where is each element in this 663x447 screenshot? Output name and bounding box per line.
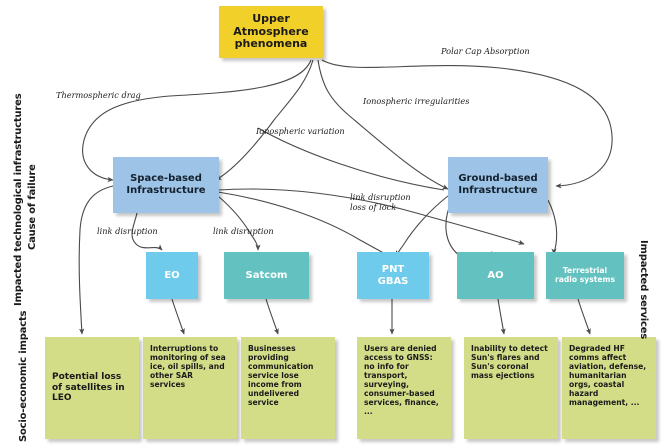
edge-upper-to-ground-polar-cap xyxy=(321,59,613,189)
node-eo-text: EO xyxy=(164,270,179,282)
node-space-based-infrastructure[interactable]: Space-based Infrastructure xyxy=(113,157,219,213)
node-eo[interactable]: EO xyxy=(146,252,198,299)
edge-label-link-disruption-satcom: link disruption xyxy=(213,226,274,236)
node-space-based-line2: Infrastructure xyxy=(126,185,206,196)
node-satcom-text: Satcom xyxy=(246,270,288,282)
edge-upper-to-ground-ionospheric-irregularities xyxy=(317,59,449,190)
impact-box-inability-to-detect-sun[interactable]: Inability to detect Sun's flares and Sun… xyxy=(464,337,558,439)
node-satcom-line1: Satcom xyxy=(245,269,288,281)
edge-label-polar-cap-absorption: Polar Cap Absorption xyxy=(441,46,530,56)
axis-label-impacted-technological-infrastructures: Impacted technological infrastructures xyxy=(13,93,24,307)
node-upper-atmosphere-phenomena[interactable]: Upper Atmosphere phenomena xyxy=(219,6,323,58)
node-ground-based-line1: Ground-based xyxy=(458,173,538,185)
axis-label-socio-economic-impacts: Socio-economic impacts xyxy=(18,310,29,442)
node-pnt-gbas[interactable]: PNT GBAS xyxy=(357,252,429,299)
node-pnt-gbas-line2: GBAS xyxy=(377,275,409,287)
impact-box-degraded-hf-comms[interactable]: Degraded HF comms affect aviation, defen… xyxy=(562,337,656,439)
node-terrestrial-line1: Terrestrial xyxy=(562,265,608,275)
node-space-based-line1: Space-based xyxy=(130,173,202,185)
node-ground-based-infrastructure[interactable]: Ground-based Infrastructure xyxy=(448,157,548,213)
node-ao-line1: AO xyxy=(487,269,504,281)
edge-ionospheric-variation-leader xyxy=(257,127,445,191)
edge-label-thermospheric-drag: Thermospheric drag xyxy=(56,90,141,100)
node-upper-atmosphere-line2: phenomena xyxy=(234,37,308,51)
edge-label-ionospheric-irregularities: Ionospheric irregularities xyxy=(363,96,470,106)
edge-ao-to-impact xyxy=(497,298,506,335)
node-satcom[interactable]: Satcom xyxy=(224,252,309,299)
node-pnt-gbas-text: PNT GBAS xyxy=(378,264,409,288)
edge-upper-to-space-ionospheric-variation xyxy=(215,59,314,181)
node-terrestrial-radio-systems[interactable]: Terrestrial radio systems xyxy=(546,252,624,299)
edge-label-ionospheric-variation: Ionospheric variation xyxy=(256,126,345,136)
axis-label-cause-of-failure: Cause of failure xyxy=(27,164,38,250)
node-terrestrial-text: Terrestrial radio systems xyxy=(555,265,615,285)
edge-ground-to-pnt xyxy=(395,195,449,257)
edge-ground-to-terrestrial xyxy=(547,199,558,255)
edge-label-link-disruption-eo: link disruption xyxy=(97,226,158,236)
impact-box-users-denied-gnss[interactable]: Users are denied access to GNSS: no info… xyxy=(357,337,451,439)
node-space-based-text: Space-based Infrastructure xyxy=(126,173,205,197)
edge-label-link-disruption-pnt: link disruption xyxy=(350,192,411,202)
node-ground-based-text: Ground-based Infrastructure xyxy=(458,173,537,197)
axis-label-impacted-services: Impacted services xyxy=(638,240,649,340)
edge-space-to-satcom xyxy=(217,195,261,251)
node-pnt-gbas-line1: PNT xyxy=(381,263,405,275)
impact-text-businesses: Businesses providing communication servi… xyxy=(248,344,314,407)
impact-text-interruptions: Interruptions to monitoring of sea ice, … xyxy=(150,344,226,389)
impact-text-users-denied: Users are denied access to GNSS: no info… xyxy=(364,344,439,416)
node-terrestrial-line2: radio systems xyxy=(555,274,615,284)
edge-eo-to-impact xyxy=(171,298,185,335)
impact-text-degraded-hf: Degraded HF comms affect aviation, defen… xyxy=(569,344,647,407)
impact-box-interruptions-to-monitoring[interactable]: Interruptions to monitoring of sea ice, … xyxy=(143,337,237,439)
impact-box-businesses-lose-income[interactable]: Businesses providing communication servi… xyxy=(241,337,335,439)
node-upper-atmosphere-line1: Upper Atmosphere xyxy=(233,11,309,38)
node-upper-atmosphere-text: Upper Atmosphere phenomena xyxy=(219,11,323,52)
node-ao-text: AO xyxy=(487,270,503,282)
edge-label-loss-of-lock: loss of lock xyxy=(350,202,397,212)
impact-text-inability-detect: Inability to detect Sun's flares and Sun… xyxy=(471,344,548,380)
impact-text-potential-loss: Potential loss of satellites in LEO xyxy=(52,372,125,404)
edge-satcom-to-impact xyxy=(265,298,279,335)
node-ao[interactable]: AO xyxy=(457,252,534,299)
edge-terrestrial-to-impact xyxy=(577,298,591,335)
edge-upper-to-space-thermospheric xyxy=(82,59,312,183)
node-eo-line1: EO xyxy=(164,269,180,281)
impact-box-potential-loss-of-satellites[interactable]: Potential loss of satellites in LEO xyxy=(45,337,139,439)
node-ground-based-line2: Infrastructure xyxy=(458,185,538,196)
edge-space-to-eo xyxy=(131,212,163,251)
edge-space-to-terrestrial xyxy=(217,188,525,245)
edge-space-to-potential-loss xyxy=(78,185,114,335)
